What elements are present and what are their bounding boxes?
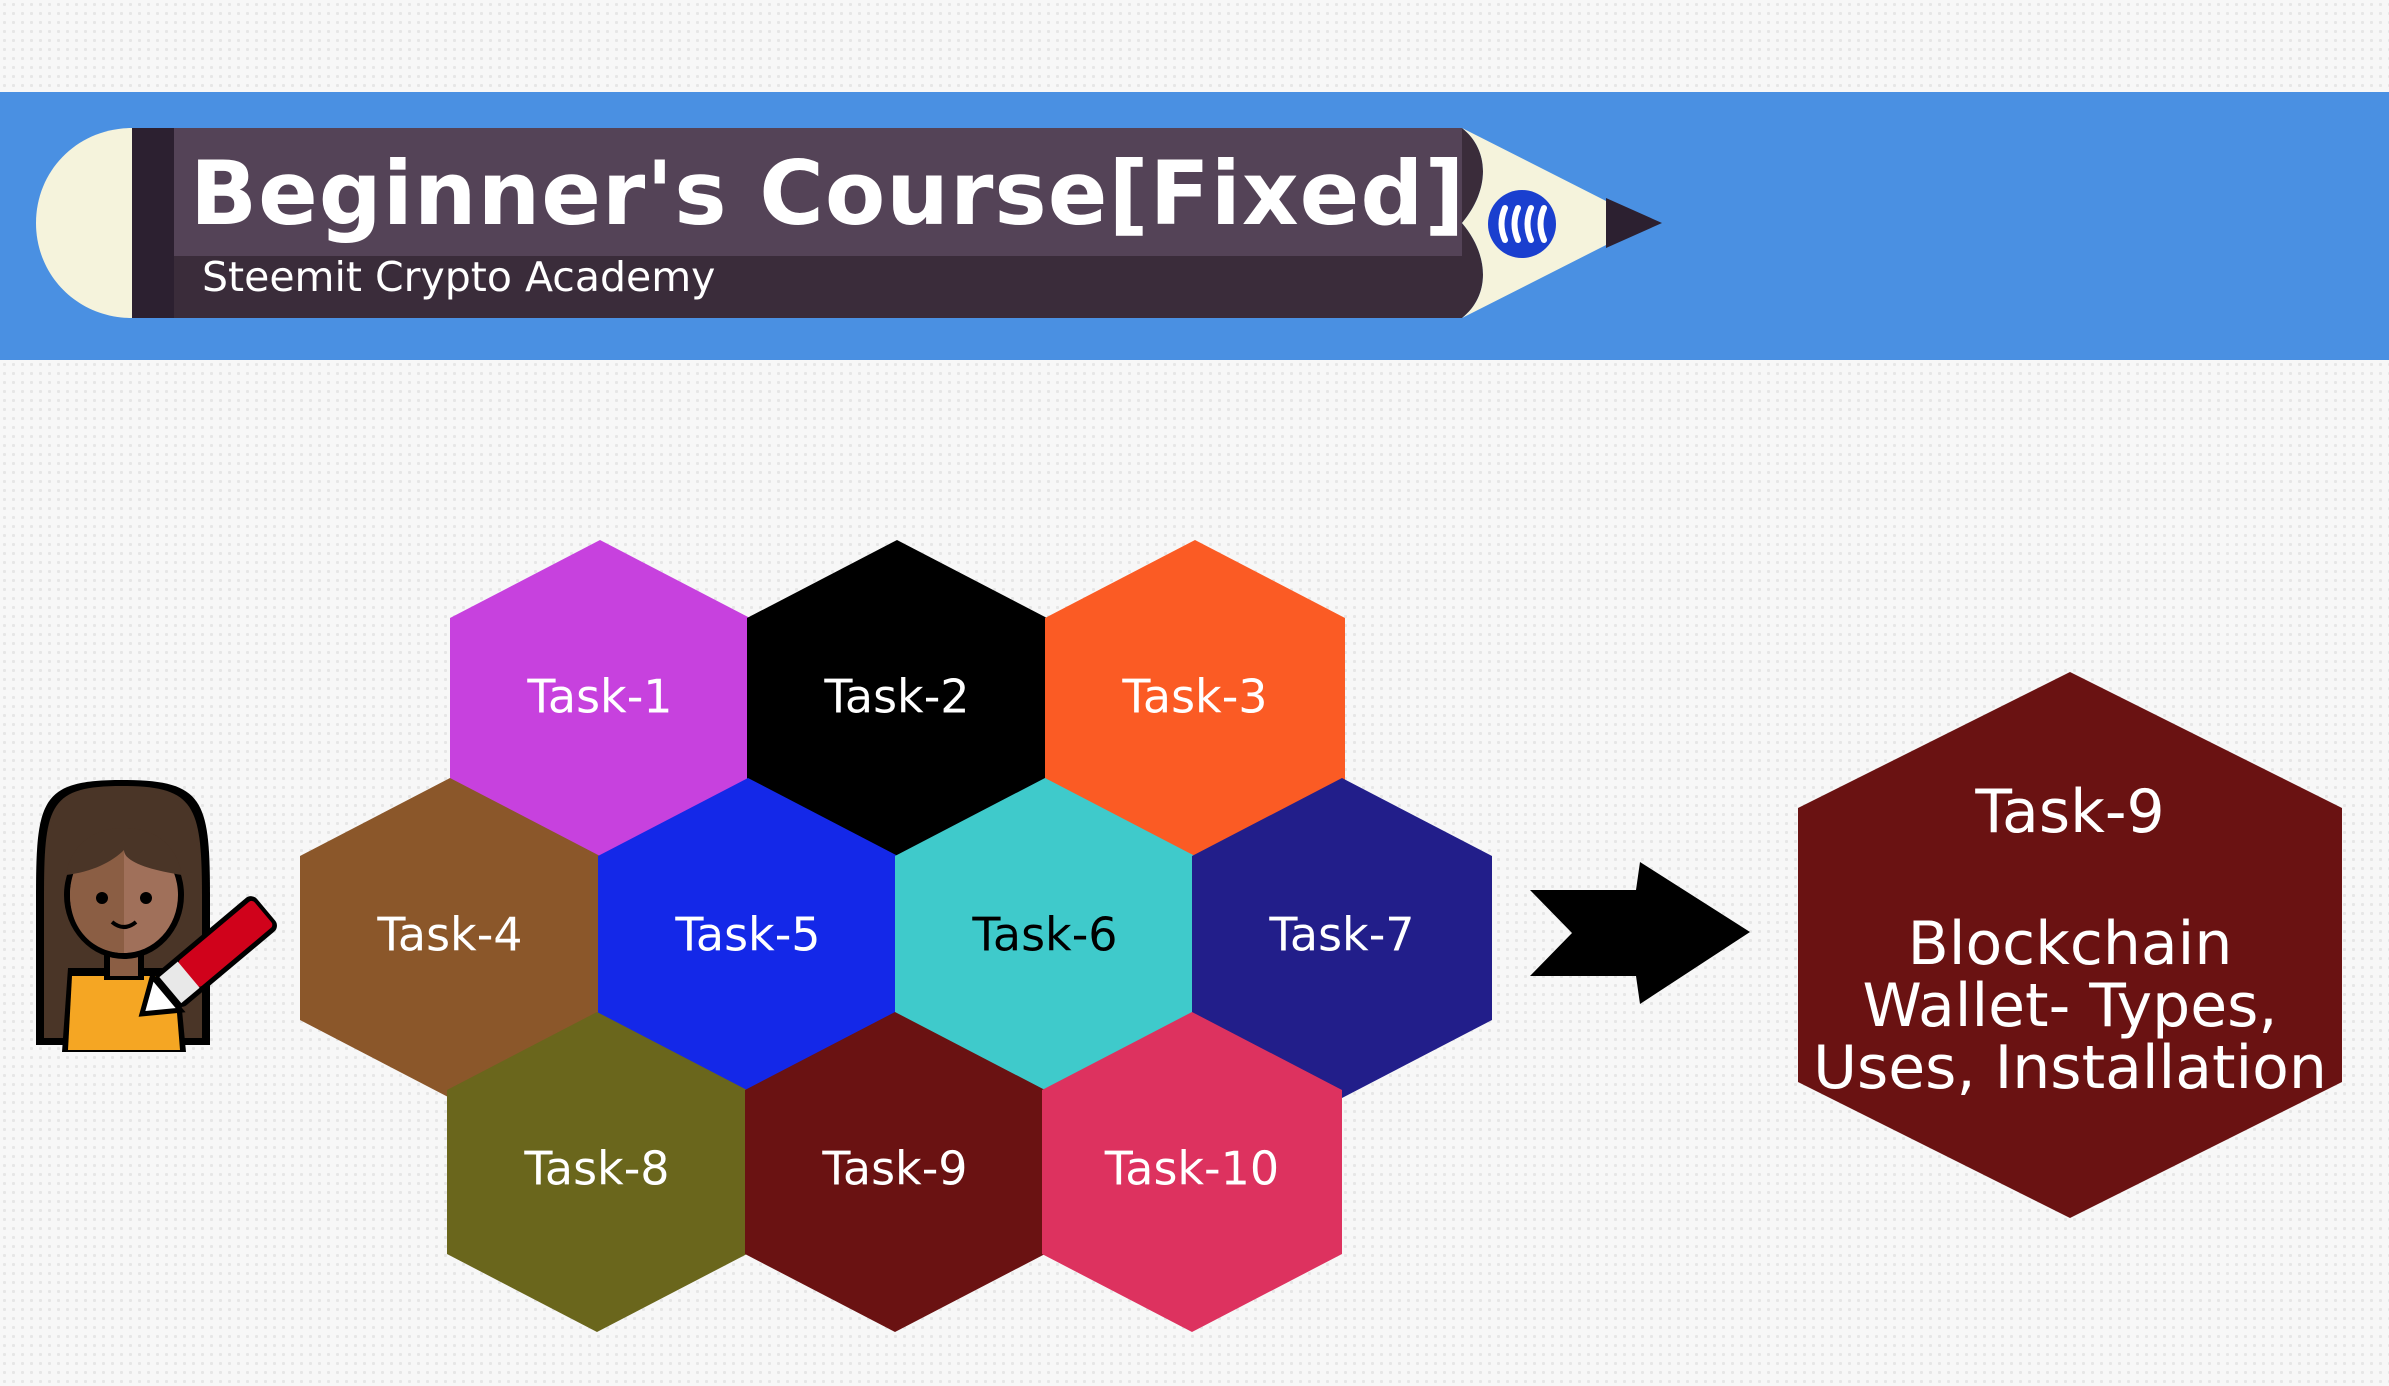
task-label: Task-6 [971,908,1117,962]
task-hex-shape [1192,778,1492,1098]
task-hex: Task-7 [1192,778,1492,1098]
avatar [36,780,277,1052]
task-label: Task-4 [376,908,522,962]
task-hex: Task-4 [300,778,600,1098]
task-label: Task-7 [1268,908,1414,962]
task-label: Task-2 [823,670,969,724]
task-hex-shape [598,778,898,1098]
task-hex-shape [745,1012,1045,1332]
task-hex-shape [447,1012,747,1332]
page-subtitle: Steemit Crypto Academy [202,253,716,301]
task-label: Task-1 [526,670,672,724]
task-label: Task-5 [674,908,820,962]
task-hex: Task-9 [745,1012,1045,1332]
task-hex-shape [450,540,750,860]
pencil-ferrule [132,128,174,318]
task-detail-line: Task-9 [1974,777,2164,847]
task-hex-shape [895,778,1195,1098]
task-hex: Task-8 [447,1012,747,1332]
task-label: Task-10 [1104,1142,1279,1196]
task-hex: Task-10 [1042,1012,1342,1332]
task-hex-shape [1045,540,1345,860]
pencil-body-highlight [174,128,1462,256]
task-label: Task-3 [1121,670,1267,724]
task-hex: Task-2 [747,540,1047,860]
task-detail-line: Blockchain [1908,909,2233,979]
task-hex: Task-5 [598,778,898,1098]
page-title: Beginner's Course[Fixed] [190,142,1466,245]
task-hex-shape [300,778,600,1098]
task-hex-shape [747,540,1047,860]
task-hex-shape [1042,1012,1342,1332]
task-detail-shape [1798,672,2342,1218]
task-hex: Task-6 [895,778,1195,1098]
steem-logo-icon [1488,190,1556,258]
task-hex: Task-3 [1045,540,1345,860]
pencil-eraser [36,128,132,318]
task-label: Task-8 [523,1142,669,1196]
task-detail-line: Uses, Installation [1813,1033,2327,1103]
task-label: Task-9 [821,1142,967,1196]
task-hex: Task-1 [450,540,750,860]
task-detail-line: Wallet- Types, [1863,971,2278,1041]
pencil-lead [1606,198,1662,248]
arrow-right-icon [1530,862,1750,1004]
